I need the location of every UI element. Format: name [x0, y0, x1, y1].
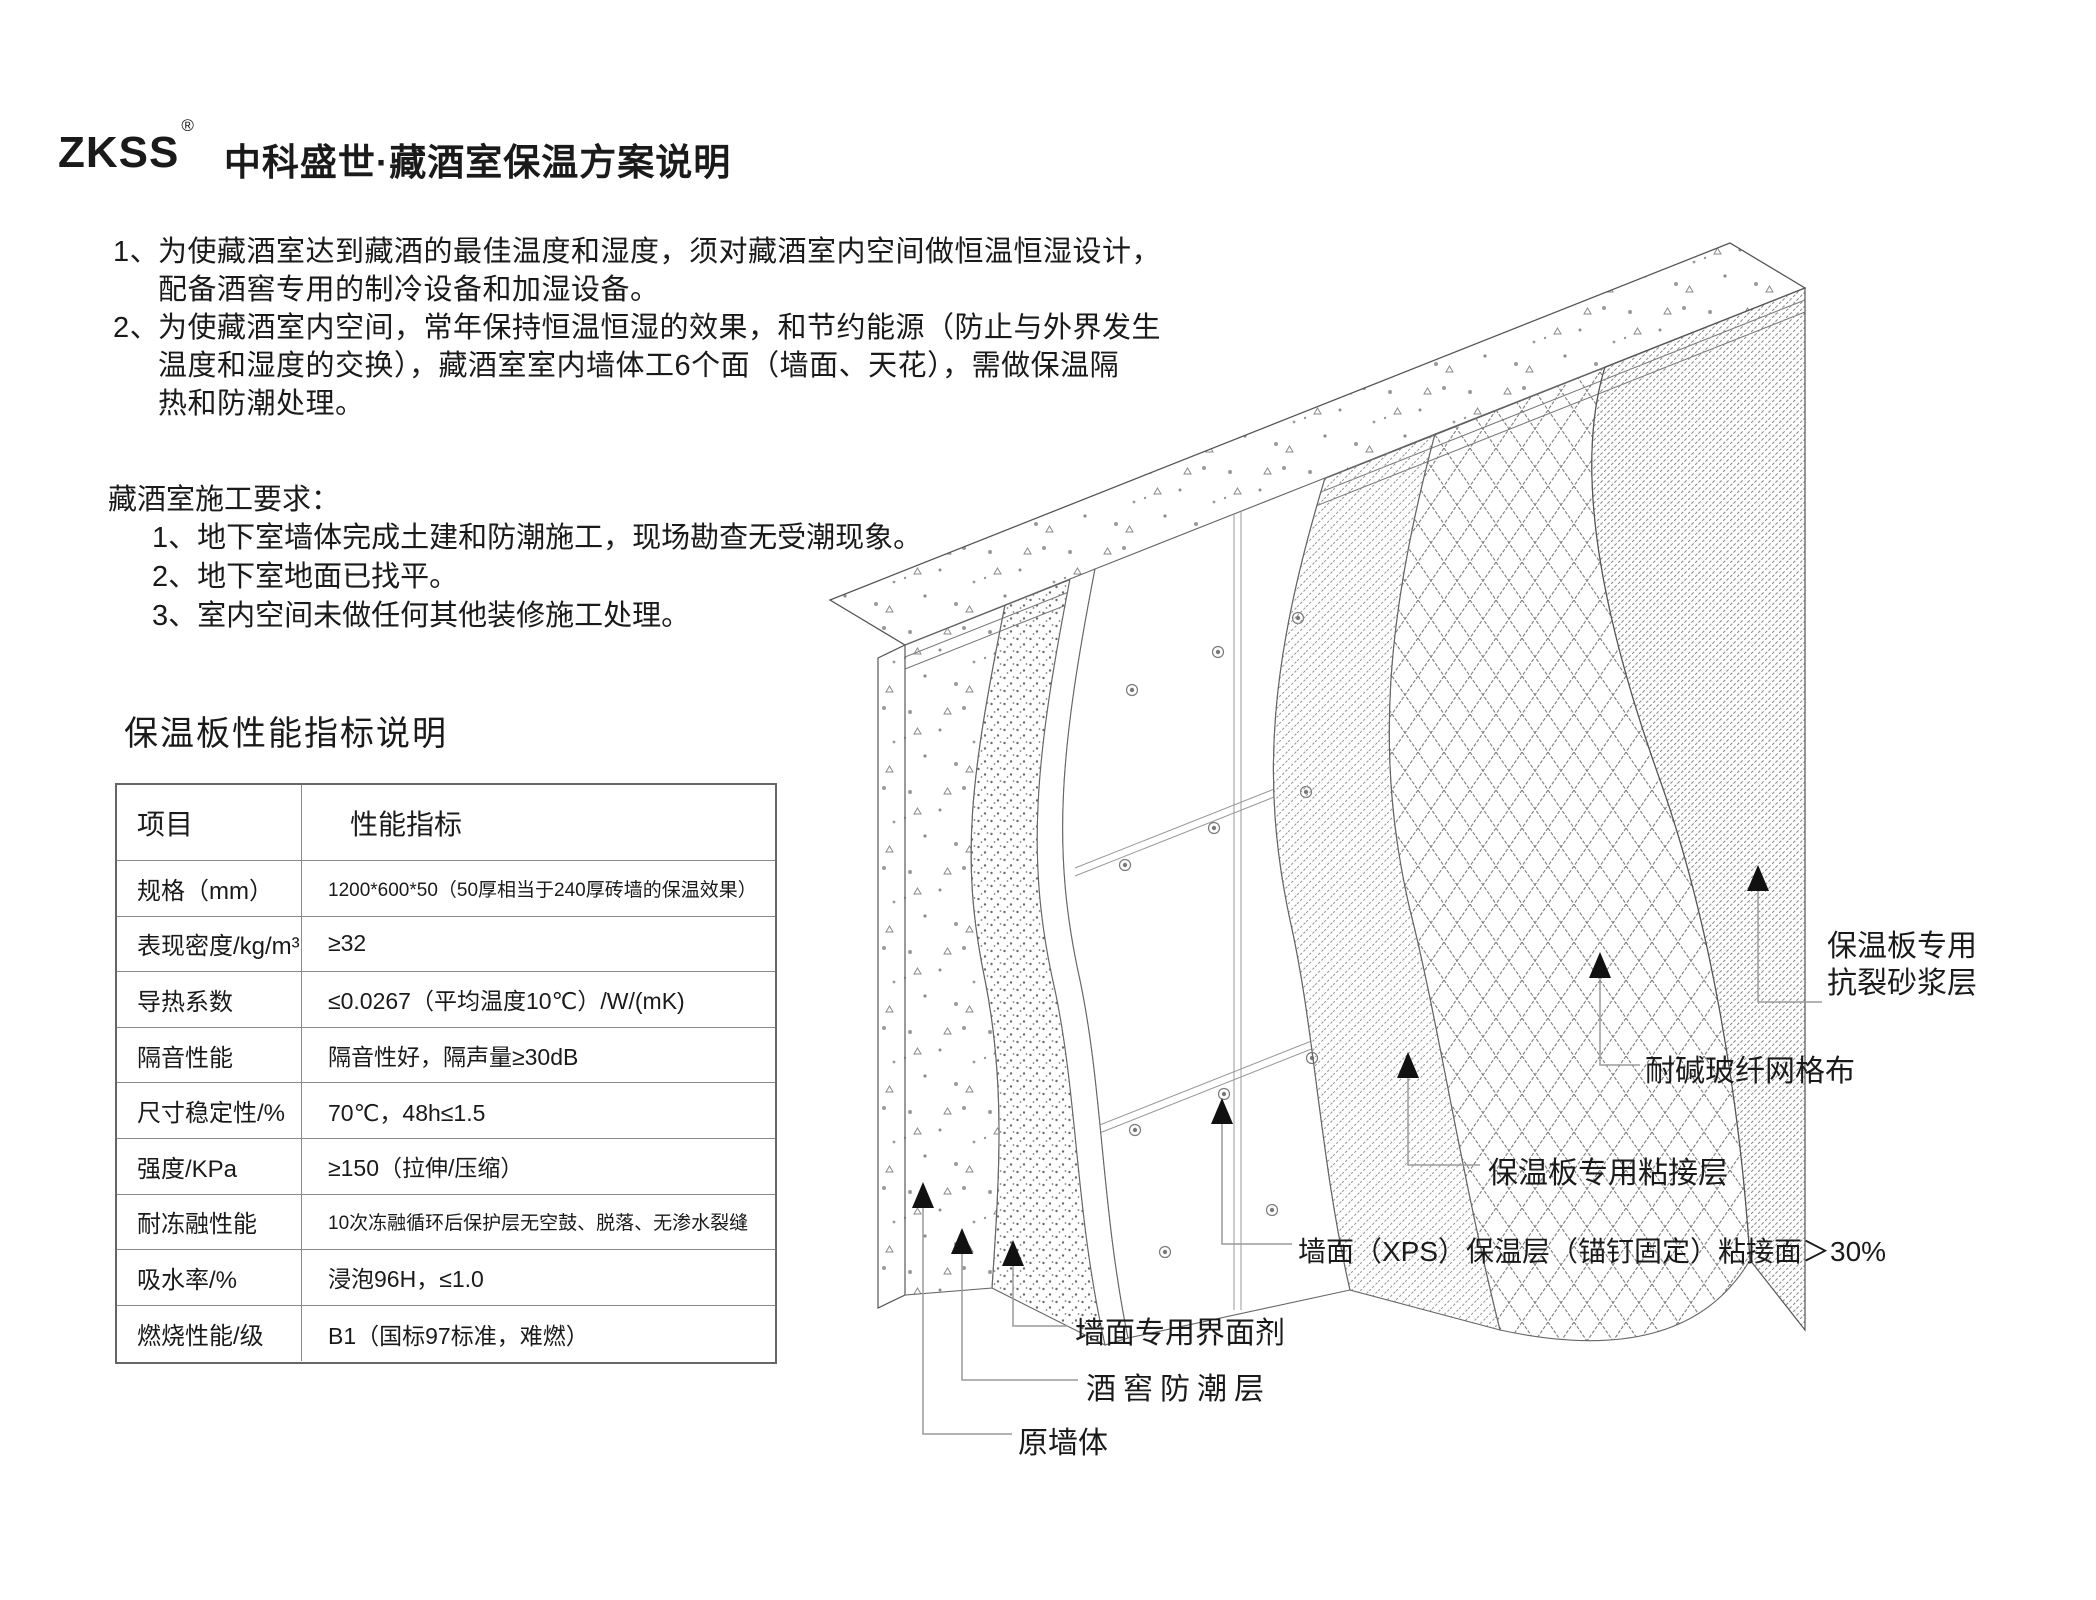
label-adhesive-layer: 保温板专用粘接层 [1488, 1157, 1728, 1190]
list-marker: 2、 [113, 312, 160, 344]
requirement-item: 3、室内空间未做任何其他装修施工处理。 [152, 600, 691, 632]
table-row-value: 浸泡96H，≤1.0 [302, 1250, 775, 1306]
document-header: ZKSS ® 中科盛世·藏酒室保温方案说明 [58, 116, 732, 186]
intro-line: 温度和湿度的交换），藏酒室室内墙体工6个面（墙面、天花），需做保温隔 [158, 350, 1120, 382]
spec-table: 项目 性能指标 规格（mm） 1200*600*50（50厚相当于240厚砖墙的… [115, 783, 777, 1364]
table-row-item: 尺寸稳定性/% [117, 1083, 302, 1139]
table-row-item: 规格（mm） [117, 861, 302, 917]
table-row-item: 隔音性能 [117, 1027, 302, 1084]
list-marker: 1、 [113, 236, 160, 268]
table-row-item: 耐冻融性能 [117, 1194, 302, 1251]
label-interface-agent: 墙面专用界面剂 [1075, 1317, 1285, 1350]
leader-lines [922, 891, 1822, 1435]
label-fiberglass-mesh: 耐碱玻纤网格布 [1645, 1055, 1855, 1088]
table-row-value: 1200*600*50（50厚相当于240厚砖墙的保温效果） [302, 861, 775, 917]
registered-trademark-icon: ® [181, 116, 194, 135]
table-row-item: 燃烧性能/级 [117, 1305, 302, 1362]
label-mortar-layer: 保温板专用 抗裂砂浆层 [1827, 928, 1977, 1002]
label-original-wall: 原墙体 [1018, 1427, 1108, 1460]
brand-logo: ZKSS [58, 128, 180, 177]
table-row-value: 70℃，48h≤1.5 [302, 1083, 775, 1139]
wall-end-face [877, 644, 906, 1309]
requirement-item: 2、地下室地面已找平。 [152, 561, 459, 593]
label-moisture-barrier: 酒窖防潮层 [1086, 1373, 1271, 1406]
column-header-value: 性能指标 [302, 785, 775, 861]
intro-line: 配备酒窖专用的制冷设备和加湿设备。 [158, 274, 660, 306]
table-row-value: B1（国标97标准，难燃） [328, 1322, 589, 1349]
table-row-value: ≥150（拉伸/压缩） [302, 1139, 775, 1195]
table-row-value: 隔音性好，隔声量≥30dB [302, 1028, 775, 1084]
intro-line: 为使藏酒室内空间，常年保持恒温恒湿的效果，和节约能源（防止与外界发生 [158, 312, 1162, 344]
requirements-heading: 藏酒室施工要求： [108, 484, 341, 516]
table-row-item: 吸水率/% [117, 1250, 302, 1306]
label-mortar-line1: 保温板专用 [1827, 930, 1977, 963]
spec-table-title: 保温板性能指标说明 [124, 715, 448, 753]
page-title: 中科盛世·藏酒室保温方案说明 [223, 142, 732, 183]
label-mortar-line2: 抗裂砂浆层 [1827, 967, 1977, 1000]
requirement-item: 1、地下室墙体完成土建和防潮施工，现场勘查无受潮现象。 [152, 522, 923, 554]
table-row-value: ≥32 [302, 917, 775, 973]
wall-layers-diagram [828, 242, 1822, 1435]
intro-line: 热和防潮处理。 [158, 388, 365, 420]
intro-line: 为使藏酒室达到藏酒的最佳温度和湿度，须对藏酒室内空间做恒温恒湿设计， [158, 236, 1162, 268]
table-row-value: ≤0.0267（平均温度10℃）/W/(mK) [302, 972, 775, 1028]
label-xps-layer: 墙面（XPS）保温层（锚钉固定）粘接面＞30% [1298, 1236, 1887, 1267]
table-row-item: 强度/KPa [117, 1138, 302, 1195]
column-header-item: 项目 [117, 785, 302, 861]
table-row-item: 导热系数 [117, 972, 302, 1028]
table-row-value: 10次冻融循环后保护层无空鼓、脱落、无渗水裂缝 [302, 1195, 775, 1251]
layer-anticrack-mortar [1591, 287, 1806, 1332]
table-row-item: 表现密度/kg/m³ [117, 916, 302, 973]
layer-arrows [912, 865, 1769, 1266]
